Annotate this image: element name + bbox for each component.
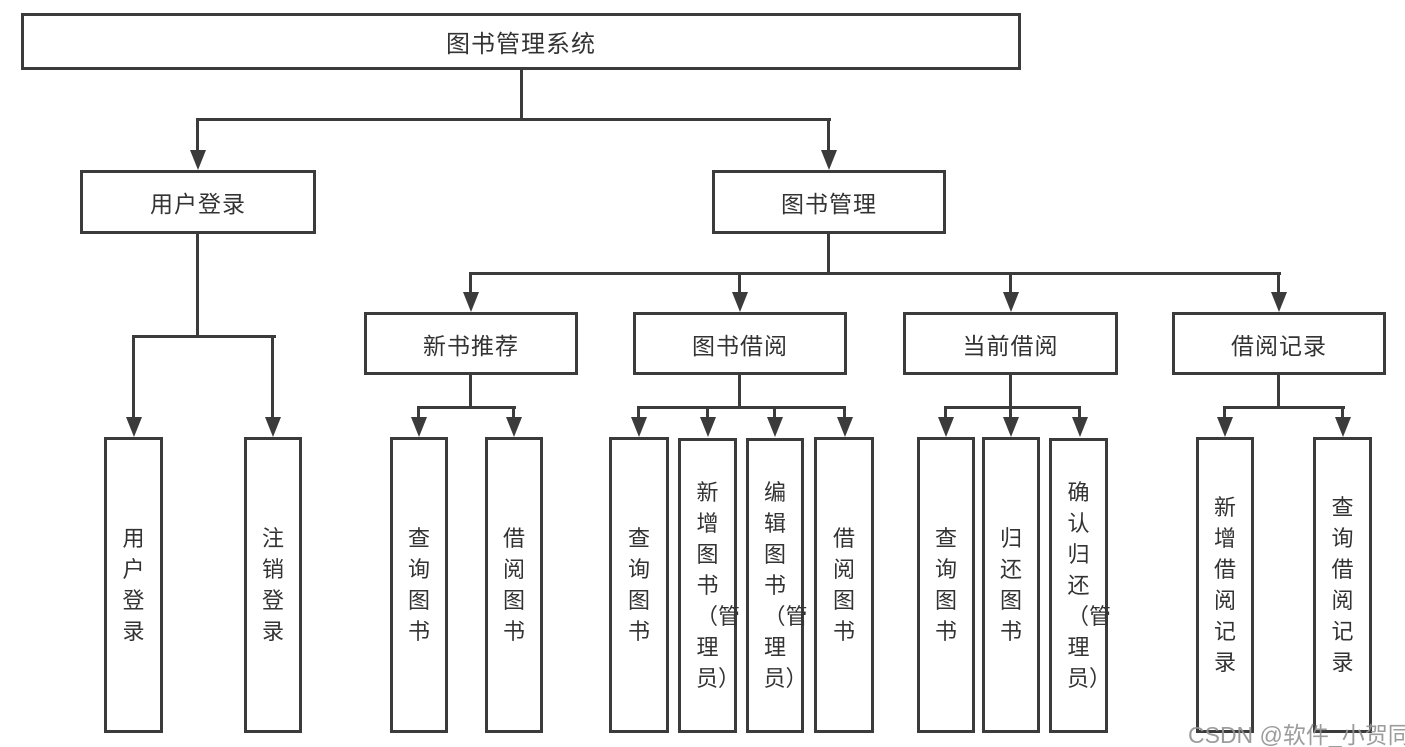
connector-root-down [520, 70, 523, 121]
connector-stub [469, 275, 472, 296]
connector-stub [637, 409, 640, 421]
connector-stub [271, 338, 274, 420]
leaf-recommend-query-book-label: 查询图书 [407, 526, 430, 644]
arrowhead-leaf [506, 417, 522, 437]
leaf-query-borrow-record: 查询借阅记录 [1313, 437, 1372, 733]
leaf-current-query-book: 查询图书 [917, 437, 975, 733]
leaf-add-borrow-record-label: 新增借阅记录 [1213, 495, 1236, 675]
node-current-borrow-label: 当前借阅 [962, 332, 1059, 359]
leaf-borrow-query-book: 查询图书 [609, 437, 669, 733]
arrowhead-leaf [1072, 417, 1088, 437]
connector-book-mgmt-down [827, 234, 830, 274]
connector-stub [843, 409, 846, 421]
leaf-borrow-borrow-book: 借阅图书 [814, 437, 874, 733]
arrowhead-leaf [938, 417, 954, 437]
arrowhead-leaf [700, 417, 716, 437]
connector-stub [512, 409, 515, 421]
node-root: 图书管理系统 [21, 13, 1021, 70]
connector-group-down [1277, 375, 1280, 409]
leaf-current-query-book-label: 查询图书 [934, 526, 957, 644]
connector-stub [1078, 409, 1081, 421]
arrowhead-leaf [1003, 417, 1019, 437]
arrowhead-leaf [411, 417, 427, 437]
leaf-return-book-label: 归还图书 [999, 526, 1022, 644]
node-current-borrow: 当前借阅 [903, 312, 1118, 375]
connector-group-down [1009, 375, 1012, 409]
leaf-user-login-label: 用户登录 [122, 526, 145, 644]
connector-group-branch [417, 406, 516, 409]
connector-stub [738, 275, 741, 296]
leaf-edit-book-admin-label: 编辑图书（管理员） [763, 480, 808, 691]
connector-stub [1223, 409, 1226, 421]
node-book-borrow: 图书借阅 [633, 312, 847, 375]
leaf-confirm-return-admin-label: 确认归还（管理员） [1067, 480, 1112, 691]
connector-stub [132, 338, 135, 420]
arrowhead-current-borrow [1003, 292, 1019, 312]
leaf-confirm-return-admin: 确认归还（管理员） [1049, 438, 1112, 733]
connector-group-branch [1223, 406, 1345, 409]
node-borrow-record-label: 借阅记录 [1231, 332, 1327, 359]
leaf-query-borrow-record-label: 查询借阅记录 [1331, 495, 1354, 675]
node-borrow-record: 借阅记录 [1172, 312, 1386, 375]
arrowhead-leaf [767, 417, 783, 437]
arrowhead-leaf [631, 417, 647, 437]
connector-stub [1341, 409, 1344, 421]
leaf-recommend-borrow-book-label: 借阅图书 [502, 526, 525, 644]
csdn-watermark: CSDN @软件_小贺同学 [1188, 722, 1405, 747]
arrowhead-leaf [837, 417, 853, 437]
node-new-book-recommend: 新书推荐 [364, 312, 578, 375]
connector-stub [827, 121, 830, 154]
connector-level2-branch [196, 118, 831, 121]
leaf-edit-book-admin: 编辑图书（管理员） [746, 438, 808, 733]
leaf-user-login: 用户登录 [104, 437, 163, 733]
connector-user-login-down [196, 234, 199, 338]
leaf-add-book-admin-label: 新增图书（管理员） [696, 480, 741, 691]
connector-group-branch [637, 406, 846, 409]
leaf-recommend-borrow-book: 借阅图书 [485, 437, 543, 733]
connector-group-branch [944, 406, 1081, 409]
node-book-borrow-label: 图书借阅 [692, 332, 788, 359]
arrowhead-leaf-logout [265, 417, 281, 437]
connector-user-login-branch [132, 335, 276, 338]
leaf-borrow-borrow-book-label: 借阅图书 [832, 526, 855, 644]
connector-stub [1009, 275, 1012, 296]
node-new-book-recommend-label: 新书推荐 [423, 332, 519, 359]
connector-stub [1277, 275, 1280, 296]
arrowhead-leaf-user-login [126, 417, 142, 437]
connector-stub [773, 409, 776, 421]
node-root-label: 图书管理系统 [446, 31, 596, 58]
arrowhead-leaf [1217, 417, 1233, 437]
connector-group-down [469, 375, 472, 409]
leaf-logout: 注销登录 [244, 437, 302, 733]
connector-stub [1009, 409, 1012, 421]
leaf-borrow-query-book-label: 查询图书 [627, 526, 650, 644]
arrowhead-book-management [821, 150, 837, 170]
node-book-management-label: 图书管理 [781, 191, 877, 217]
connector-stub [417, 409, 420, 421]
connector-stub [944, 409, 947, 421]
connector-group-down [738, 375, 741, 409]
arrowhead-user-login [190, 150, 206, 170]
node-user-login: 用户登录 [80, 170, 316, 234]
connector-level3-branch [469, 272, 1281, 275]
leaf-add-borrow-record: 新增借阅记录 [1196, 437, 1254, 733]
leaf-return-book: 归还图书 [982, 437, 1040, 733]
leaf-add-book-admin: 新增图书（管理员） [678, 438, 741, 733]
node-user-login-label: 用户登录 [150, 191, 246, 217]
arrowhead-borrow-record [1271, 292, 1287, 312]
leaf-logout-label: 注销登录 [261, 526, 284, 644]
arrowhead-book-borrow [732, 292, 748, 312]
connector-stub [706, 409, 709, 421]
arrowhead-new-book-recommend [463, 292, 479, 312]
connector-stub [196, 121, 199, 154]
arrowhead-leaf [1335, 417, 1351, 437]
node-book-management: 图书管理 [712, 170, 946, 234]
leaf-recommend-query-book: 查询图书 [390, 437, 448, 733]
